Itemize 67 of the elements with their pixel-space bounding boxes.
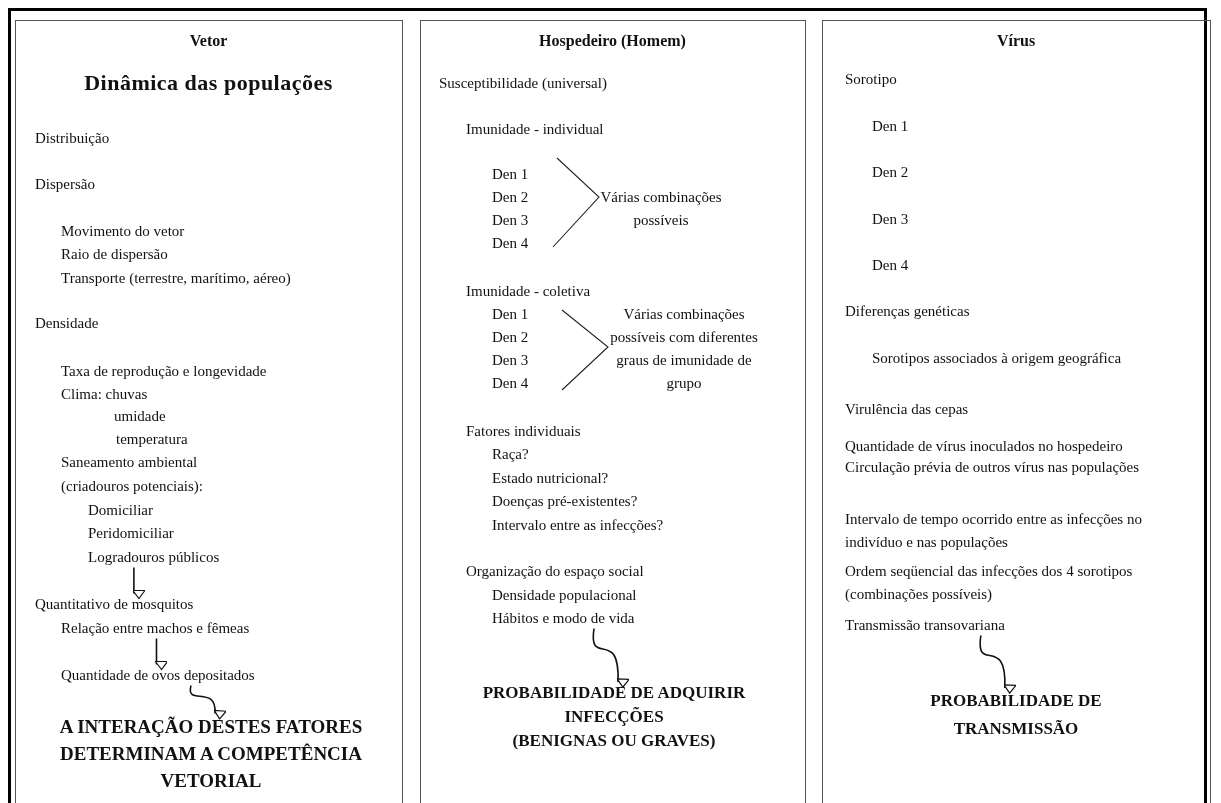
list-item: Intervalo de tempo ocorrido entre as infecções no indivíduo e nas populações xyxy=(845,509,1143,552)
list-item: Densidade xyxy=(35,313,99,333)
list-item: Doenças pré-existentes? xyxy=(492,491,638,511)
curved-arrow xyxy=(592,627,630,688)
list-item: Distribuição xyxy=(35,128,110,148)
list-item: Den 1 xyxy=(492,304,529,324)
panel xyxy=(420,20,806,803)
list-item: Den 2 xyxy=(492,327,529,347)
list-item: Taxa de reprodução e longevidade xyxy=(61,361,267,381)
list-item: Den 1 xyxy=(492,164,529,184)
list-item: Den 3 xyxy=(492,350,529,370)
list-item: Intervalo entre as infecções? xyxy=(492,515,664,535)
arrow xyxy=(132,566,146,600)
conclusion-text: A INTERAÇÃO DESTES FATORES DETERMINAM A COMPETÊNCIA VETORIAL xyxy=(23,712,399,794)
panel-heading: Hospedeiro (Homem) xyxy=(538,31,687,51)
list-item: Densidade populacional xyxy=(492,585,637,605)
list-item: Den 4 xyxy=(492,233,529,253)
list-item: temperatura xyxy=(116,429,188,449)
list-item: Diferenças genéticas xyxy=(845,301,970,321)
subheading: Dinâmica das populações xyxy=(83,69,334,97)
list-item: Den 3 xyxy=(492,210,529,230)
list-item: Den 3 xyxy=(872,209,909,229)
list-item: Peridomiciliar xyxy=(88,523,174,543)
list-item: Transporte (terrestre, marítimo, aéreo) xyxy=(61,268,291,288)
list-item: Domiciliar xyxy=(88,500,153,520)
list-item: Clima: chuvas xyxy=(61,384,148,404)
list-item: Den 1 xyxy=(872,116,909,136)
list-item: Organização do espaço social xyxy=(466,561,644,581)
list-item: Imunidade - coletiva xyxy=(466,281,591,301)
panel xyxy=(822,20,1211,803)
curved-arrow xyxy=(189,684,227,719)
arrow xyxy=(154,637,169,671)
list-item: Quantidade de ovos depositados xyxy=(61,663,255,687)
list-item: Saneamento ambiental (criadouros potenciais): xyxy=(61,453,205,496)
conclusion-text: PROBABILIDADE DE ADQUIRIR INFECÇÕES xyxy=(481,682,747,728)
note: Várias combinações possíveis com diferentes graus de imunidade de grupo xyxy=(609,304,759,393)
list-item: Raio de dispersão xyxy=(61,244,168,264)
list-item: Sorotipos associados à origem geográfica xyxy=(872,348,1122,368)
list-item: Circulação prévia de outros vírus nas populações xyxy=(845,457,1141,477)
list-item: Hábitos e modo de vida xyxy=(492,606,635,630)
note: Várias combinações possíveis xyxy=(599,187,723,230)
panel-heading: Vírus xyxy=(995,31,1037,51)
panel xyxy=(15,20,403,803)
list-item: Raça? xyxy=(492,444,529,464)
list-item: Fatores individuais xyxy=(466,421,581,441)
list-item: Quantitativo de mosquitos xyxy=(35,592,194,616)
conclusion-text: (BENIGNAS OU GRAVES) xyxy=(511,730,717,752)
list-item: Den 2 xyxy=(492,187,529,207)
panel-heading: Vetor xyxy=(188,31,229,51)
list-item: umidade xyxy=(114,406,166,426)
list-item: Transmissão transovariana xyxy=(845,613,1005,637)
list-item: Relação entre machos e fêmeas xyxy=(61,616,250,640)
conclusion-text: PROBABILIDADE DE TRANSMISSÃO xyxy=(896,687,1136,743)
list-item: Dispersão xyxy=(35,174,95,194)
list-item: Imunidade - individual xyxy=(466,119,604,139)
list-item: Sorotipo xyxy=(845,69,897,89)
list-item: Quantidade de vírus inoculados no hospedeiro xyxy=(845,436,1123,456)
list-item: Den 2 xyxy=(872,162,909,182)
list-item: Den 4 xyxy=(492,373,529,393)
list-item: Virulência das cepas xyxy=(845,399,969,419)
list-item: Estado nutricional? xyxy=(492,468,609,488)
curved-arrow xyxy=(979,634,1017,694)
list-item: Logradouros públicos xyxy=(88,545,220,569)
list-item: Movimento do vetor xyxy=(61,221,185,241)
list-item: Susceptibilidade (universal) xyxy=(439,73,607,93)
list-item: Den 4 xyxy=(872,255,909,275)
list-item: Ordem seqüencial das infecções dos 4 sorotipos (combinações possíveis) xyxy=(845,561,1134,604)
